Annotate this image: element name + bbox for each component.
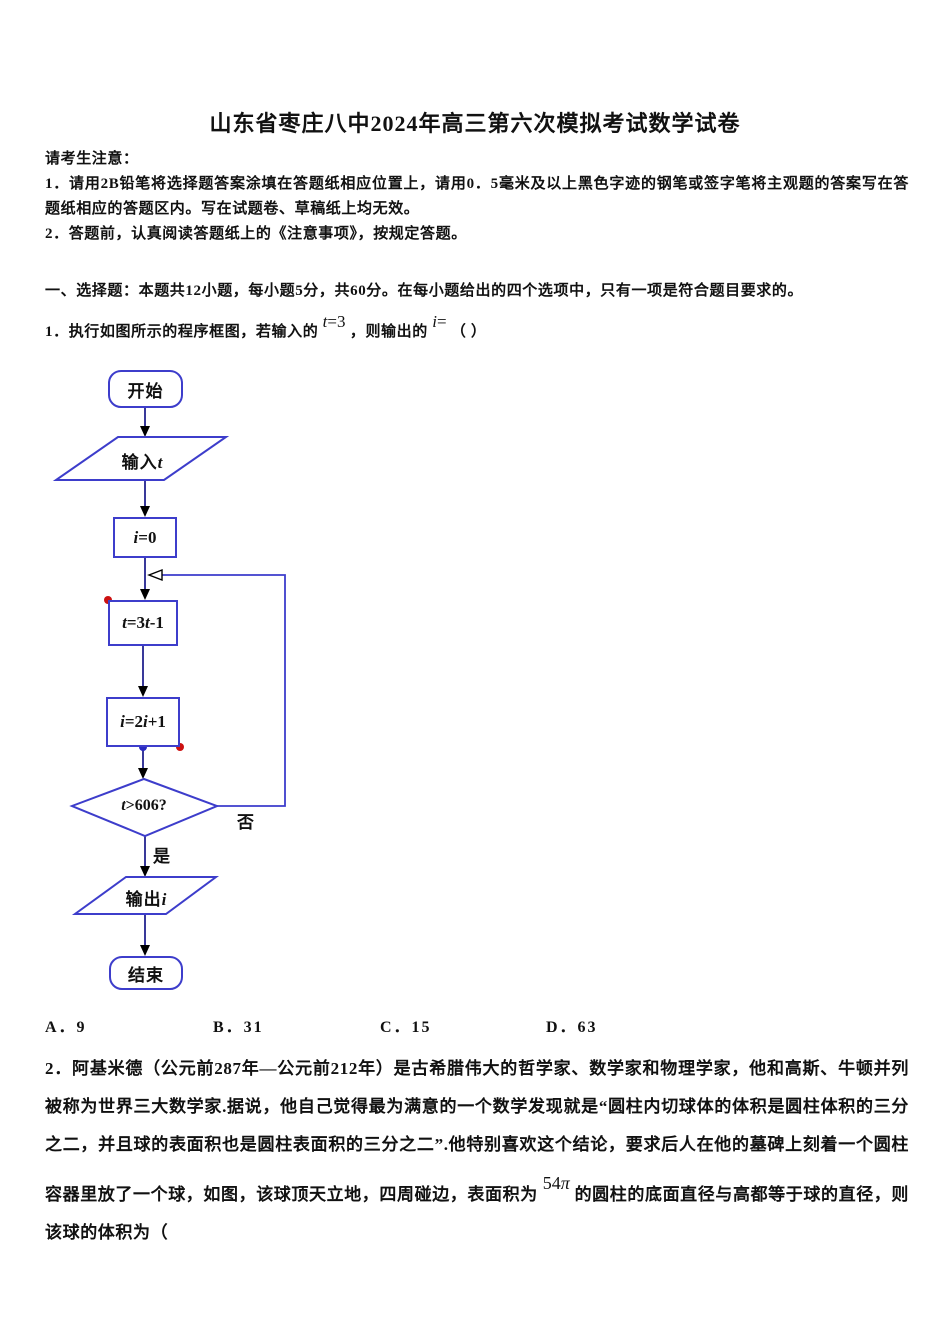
arrowhead-into-assignt [140, 589, 150, 600]
start-label: 开始 [127, 381, 164, 401]
loop-back-line [154, 574, 286, 807]
option-a: A．9 [45, 1019, 87, 1036]
assign-i-label: i=2i+1 [120, 712, 166, 731]
q2-text-part1: 2．阿基米德（公元前287年—公元前212年）是古希腊伟大的哲学家、数学家和物理… [45, 1059, 909, 1204]
q1-options-row: A．9 B．31 C．15 D．63 [45, 1013, 915, 1037]
q2-math-54pi: 54π [542, 1173, 570, 1193]
yes-branch-label: 是 [153, 847, 171, 866]
notice-item-2: 2．答题前，认真阅读答题纸上的《注意事项》，按规定答题。 [45, 226, 467, 242]
flowchart-start-node: 开始 [108, 370, 183, 408]
question-2-text: 2．阿基米德（公元前287年—公元前212年）是古希腊伟大的哲学家、数学家和物理… [45, 1050, 909, 1252]
q1-math-t-equals-3: t=3 [322, 312, 346, 331]
output-parallelogram [71, 876, 220, 915]
q1-math-i-equals: i= [432, 312, 447, 331]
arrowhead-into-input [140, 426, 150, 437]
option-c: C．15 [380, 1019, 432, 1036]
end-label: 结束 [128, 965, 164, 985]
arrowhead-into-output [140, 866, 150, 877]
flowchart-diagram: 开始 输入t i=0 t=3t-1 i=2i+1 t>606? 否 是 输出i … [0, 358, 950, 1008]
arrowhead-into-end [140, 945, 150, 956]
option-b: B．31 [213, 1019, 264, 1036]
flowchart-input-label: 输入t [121, 453, 163, 472]
decision-diamond [69, 777, 220, 838]
input-parallelogram [52, 436, 230, 481]
q1-text-pre: 1．执行如图所示的程序框图，若输入的 [45, 324, 319, 340]
notice-heading: 请考生注意： [45, 151, 139, 167]
flowchart-assign-i-node: i=2i+1 [106, 697, 180, 747]
arrowhead-into-init [140, 506, 150, 517]
flowchart-output-label: 输出i [125, 890, 167, 909]
assign-t-label: t=3t-1 [122, 613, 164, 632]
section-1-heading: 一、选择题：本题共12小题，每小题5分，共60分。在每小题给出的四个选项中，只有… [45, 283, 804, 299]
flowchart-canvas [52, 408, 286, 956]
q1-text-post: （ ） [450, 324, 487, 340]
flowchart-end-node: 结束 [109, 956, 183, 990]
flowchart-init-node: i=0 [113, 517, 177, 558]
arrowhead-into-assigni [138, 686, 148, 697]
notice-block: 请考生注意： 1．请用2B铅笔将选择题答案涂填在答题纸相应位置上，请用0．5毫米… [45, 147, 909, 247]
init-label: i=0 [133, 527, 157, 547]
flowchart-assign-t-node: t=3t-1 [108, 600, 178, 646]
q1-text-mid: ，则输出的 [349, 324, 428, 340]
option-d: D．63 [546, 1019, 598, 1036]
no-branch-label: 否 [237, 813, 255, 832]
flowchart-condition-label: t>606? [121, 797, 167, 814]
page-title: 山东省枣庄八中2024年高三第六次模拟考试数学试卷 [209, 111, 741, 136]
q2-text-part2: 的圆柱的底面直径与高都等于球的直径，则该球的体积为（ [45, 1185, 909, 1242]
arrowhead-loop-junction [147, 568, 163, 582]
arrowhead-into-cond [138, 768, 148, 779]
notice-item-1: 1．请用2B铅笔将选择题答案涂填在答题纸相应位置上，请用0．5毫米及以上黑色字迹… [45, 176, 909, 217]
question-1-text: 1．执行如图所示的程序框图，若输入的 t=3 ，则输出的 i= （ ） [45, 304, 925, 350]
